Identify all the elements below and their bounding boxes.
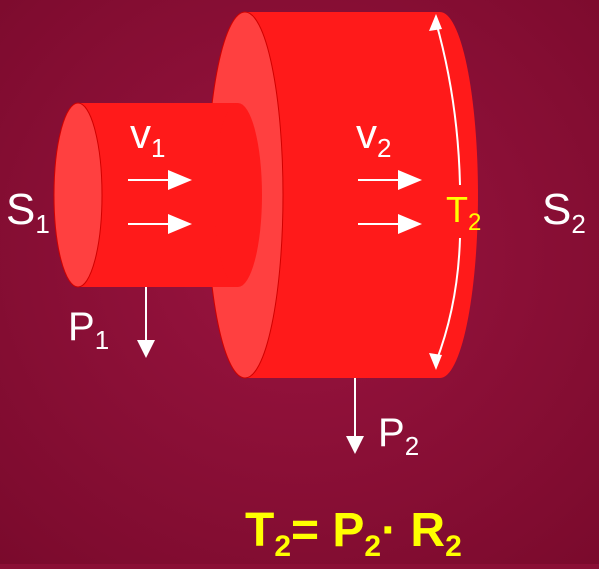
flow-arrows-2	[358, 170, 422, 234]
label-t2: T2	[446, 189, 481, 236]
large-cylinder-body	[245, 12, 478, 378]
flow-arrow-2b-head	[398, 214, 422, 234]
pressure-arrow-2-head	[346, 436, 364, 454]
label-s2: S2	[542, 185, 586, 239]
tension-arc-lower	[435, 237, 461, 363]
label-p1: P1	[68, 305, 109, 355]
label-v1: v1	[130, 110, 165, 163]
formula: T2= P2· R2	[245, 504, 462, 563]
label-p2: P2	[378, 411, 419, 461]
small-cylinder-face	[53, 102, 103, 288]
small-cylinder-body	[78, 103, 238, 287]
tension-arc-upper	[435, 21, 461, 186]
small-cylinder-end	[214, 103, 262, 287]
flow-arrows-1	[128, 170, 192, 234]
tension-arrowhead-lower	[429, 353, 442, 370]
pressure-arrow-1-head	[137, 340, 155, 358]
tension-arrowhead-upper	[429, 14, 442, 31]
label-s1: S1	[6, 185, 50, 239]
tension-arcs	[429, 14, 461, 370]
label-v2: v2	[356, 110, 391, 163]
small-cylinder	[53, 102, 262, 288]
flow-arrow-1a-head	[168, 170, 192, 190]
pressure-arrows	[137, 287, 364, 454]
flow-arrow-1b-head	[168, 214, 192, 234]
flow-arrow-2a-head	[398, 170, 422, 190]
